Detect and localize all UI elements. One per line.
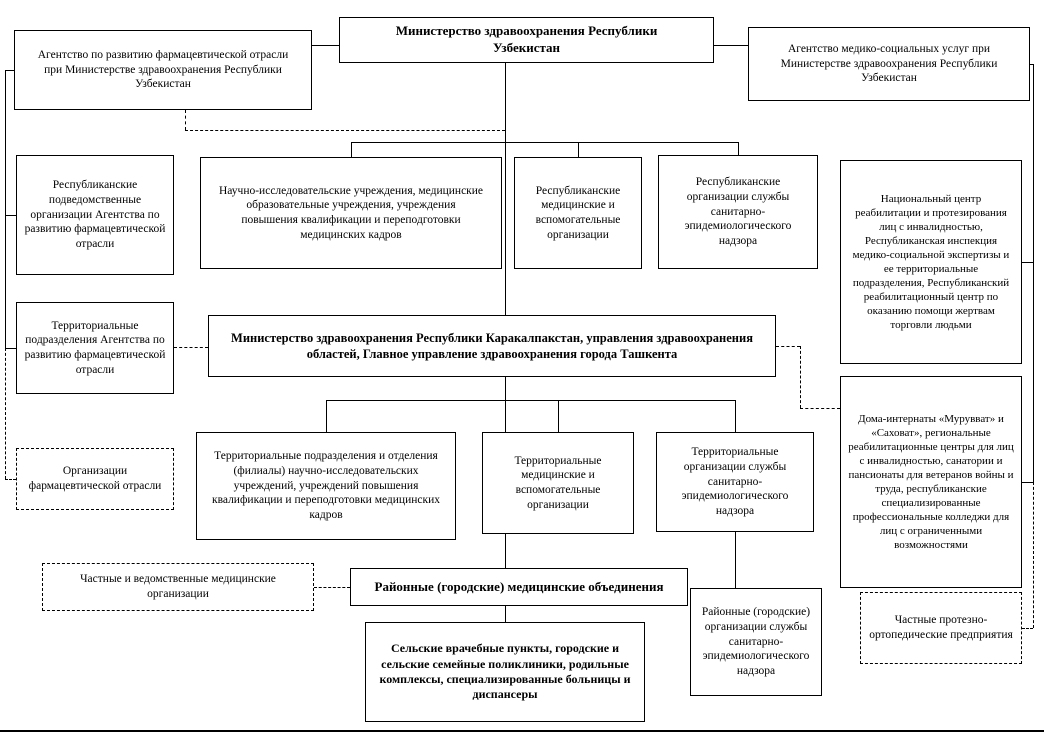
connector-left-stub-terr-pharma: [5, 348, 16, 349]
node-territorial-medical-orgs: Территориальные медицинские и вспомогате…: [482, 432, 634, 534]
connector-minkarak-to-doma-2: [800, 346, 801, 408]
node-national-rehab-center: Национальный центр реабилитации и протез…: [840, 160, 1022, 364]
connector-left-stub-pharma-orgs: [5, 479, 16, 480]
node-label: Территориальные подразделения Агентства …: [24, 319, 166, 376]
connector-distributor-mid: [326, 400, 735, 401]
node-label: Сельские врачебные пункты, городские и с…: [379, 641, 631, 702]
node-district-medical-associations: Районные (городские) медицинские объедин…: [350, 568, 688, 606]
connector-agency-pharma-to-trunk: [185, 130, 505, 131]
node-research-education-institutions: Научно-исследовательские учреждения, мед…: [200, 157, 502, 269]
connector-left-stub-repub-pharma: [5, 215, 16, 216]
node-label: Дома-интернаты «Мурувват» и «Саховат», р…: [848, 412, 1014, 552]
connector-drop-repub-sanepi: [738, 142, 739, 155]
node-republican-medical-orgs: Республиканские медицинские и вспомогате…: [514, 157, 642, 269]
connector-private-med-to-rayon-med: [314, 587, 350, 588]
connector-rayon-to-selskie: [505, 606, 506, 622]
connector-minkarak-to-doma-3: [800, 408, 840, 409]
node-label: Министерство здравоохранения Республики …: [395, 23, 658, 55]
node-district-sanepid-orgs: Районные (городские) организации службы …: [690, 588, 822, 696]
node-territorial-research-branches: Территориальные подразделения и отделени…: [196, 432, 456, 540]
connector-right-stub-private-protez: [1022, 628, 1033, 629]
connector-right-stub-doma: [1022, 482, 1033, 483]
node-label: Агентство по развитию фармацевтической о…: [37, 48, 289, 91]
node-agency-pharma: Агентство по развитию фармацевтической о…: [14, 30, 312, 110]
connector-right-stub-nat-center: [1022, 262, 1033, 263]
connector-ministry-to-medsoc-agency: [714, 45, 748, 46]
node-label: Министерство здравоохранения Республики …: [231, 331, 753, 361]
node-private-prosthetic-enterprises: Частные протезно-ортопедические предприя…: [860, 592, 1022, 664]
node-karakalpakstan-regional-health: Министерство здравоохранения Республики …: [208, 315, 776, 377]
node-rural-medical-points: Сельские врачебные пункты, городские и с…: [365, 622, 645, 722]
connector-left-trunk: [5, 70, 6, 348]
node-republican-sanepid-orgs: Республиканские организации службы санит…: [658, 155, 818, 269]
node-label: Республиканские организации службы санит…: [684, 176, 792, 248]
node-agency-medsocial: Агентство медико-социальных услуг при Ми…: [748, 27, 1030, 101]
connector-distributor-top: [351, 142, 738, 143]
connector-terr-pharma-to-minkarak: [174, 347, 208, 348]
node-pharma-industry-orgs: Организации фармацевтической отрасли: [16, 448, 174, 510]
connector-ministry-down: [505, 63, 506, 315]
node-label: Организации фармацевтической отрасли: [28, 465, 162, 492]
node-label: Территориальные медицинские и вспомогате…: [514, 454, 602, 511]
node-label: Частные протезно-ортопедические предприя…: [869, 614, 1013, 641]
connector-left-trunk-dashed: [5, 348, 6, 479]
node-label: Республиканские подведомственные организ…: [24, 179, 166, 251]
connector-drop-research: [351, 142, 352, 157]
connector-drop-terr-sanepi: [735, 400, 736, 432]
node-label: Научно-исследовательские учреждения, мед…: [218, 184, 484, 241]
node-label: Районные (городские) организации службы …: [701, 606, 811, 678]
connector-minkarak-to-doma-1: [776, 346, 800, 347]
connector-ministry-to-pharma-agency: [312, 45, 339, 46]
node-label: Республиканские медицинские и вспомогате…: [535, 184, 621, 241]
node-label: Национальный центр реабилитации и протез…: [852, 192, 1010, 332]
node-internat-homes-rehab-centers: Дома-интернаты «Мурувват» и «Саховат», р…: [840, 376, 1022, 588]
connector-right-trunk-dashed: [1033, 482, 1034, 628]
connector-right-trunk: [1033, 64, 1034, 482]
node-label: Агентство медико-социальных услуг при Ми…: [780, 42, 998, 85]
node-republican-pharma-orgs: Республиканские подведомственные организ…: [16, 155, 174, 275]
node-label: Районные (городские) медицинские объедин…: [374, 578, 664, 594]
node-private-medical-orgs: Частные и ведомственные медицинские орга…: [42, 563, 314, 611]
node-label: Территориальные организации службы санит…: [681, 446, 789, 518]
node-territorial-pharma-units: Территориальные подразделения Агентства …: [16, 302, 174, 394]
node-ministry-health-uz: Министерство здравоохранения Республики …: [339, 17, 714, 63]
connector-terr-sanepi-to-rayon-sanepi: [735, 532, 736, 588]
connector-agency-pharma-drop: [185, 110, 186, 130]
connector-drop-terr-podrazd: [326, 400, 327, 432]
connector-right-stub-agency: [1030, 64, 1033, 65]
connector-drop-terr-med: [558, 400, 559, 432]
node-territorial-sanepid-orgs: Территориальные организации службы санит…: [656, 432, 814, 532]
connector-drop-repub-med: [578, 142, 579, 157]
node-label: Частные и ведомственные медицинские орга…: [80, 573, 276, 600]
node-label: Территориальные подразделения и отделени…: [212, 450, 440, 522]
connector-left-stub-agency: [5, 70, 14, 71]
page-bottom-rule: [0, 730, 1044, 732]
